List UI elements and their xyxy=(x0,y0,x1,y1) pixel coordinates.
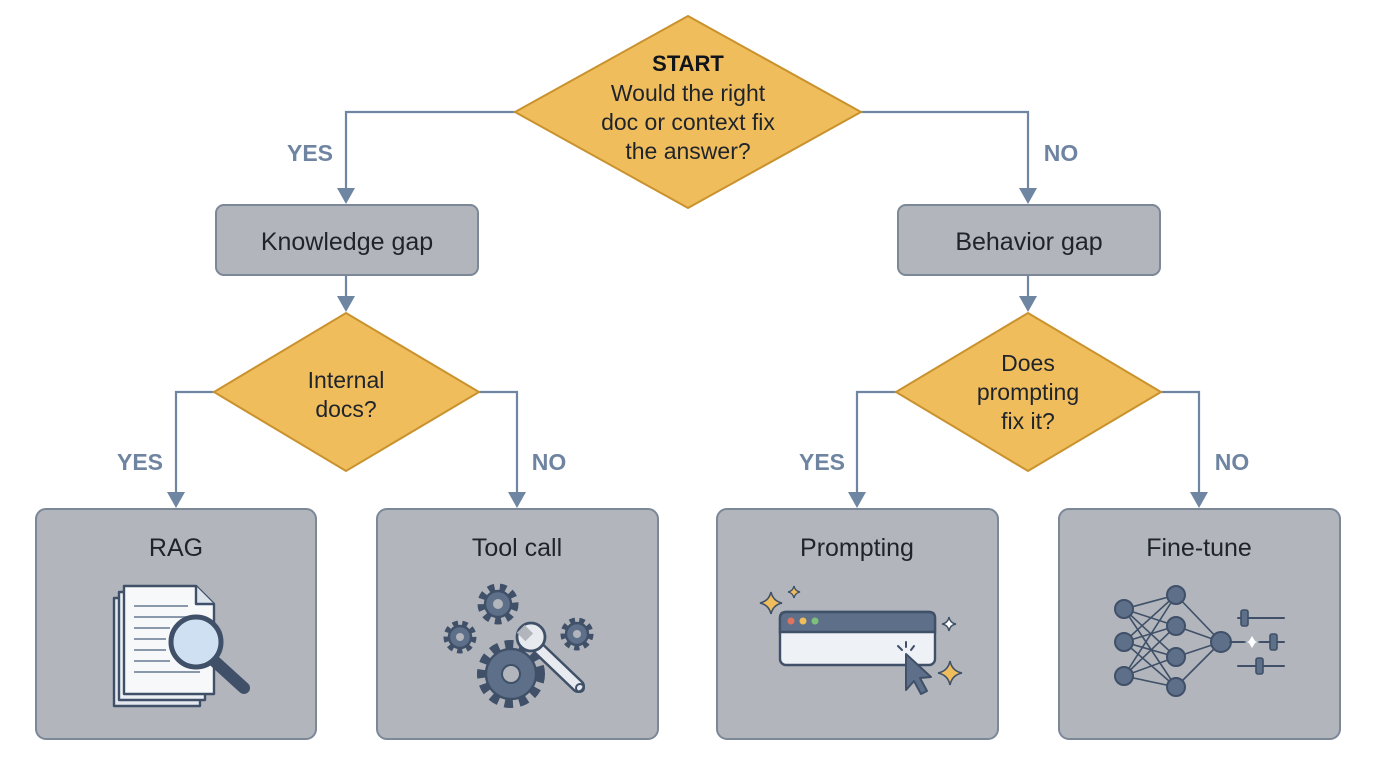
start-question-line-3: the answer? xyxy=(625,138,750,164)
connector-internal-yes xyxy=(174,390,214,494)
edge-label-prompting-yes: YES xyxy=(799,449,845,475)
arrowhead-internal-docs xyxy=(337,296,355,312)
start-question-line-2: doc or context fix xyxy=(601,109,775,135)
gears-wrench-icon xyxy=(443,583,594,708)
internal-docs-line-2: docs? xyxy=(315,396,376,422)
edge-label-start-no: NO xyxy=(1044,140,1079,166)
behavior-gap-box: Behavior gap xyxy=(897,204,1161,276)
arrowhead-knowledge-gap xyxy=(337,188,355,204)
fine-tune-outcome: Fine-tune xyxy=(1058,508,1341,740)
connectors xyxy=(167,110,1208,508)
knowledge-gap-rect xyxy=(215,204,479,276)
edge-label-internal-no: NO xyxy=(532,449,567,475)
does-prompting-decision: Does prompting fix it? xyxy=(894,311,1163,473)
start-question-line-1: Would the right xyxy=(611,80,766,106)
knowledge-gap-label: Knowledge gap xyxy=(261,228,433,256)
behavior-gap-label: Behavior gap xyxy=(955,228,1102,256)
start-title: START xyxy=(652,51,724,76)
arrowhead-tool-call xyxy=(508,492,526,508)
prompting-outcome: Prompting xyxy=(716,508,999,740)
tool-call-label: Tool call xyxy=(472,534,562,562)
rag-label: RAG xyxy=(149,534,203,562)
browser-cursor-sparkle-icon xyxy=(759,585,963,695)
document-search-icon xyxy=(112,584,250,708)
internal-docs-decision: Internal docs? xyxy=(212,311,481,473)
connector-prompting-no xyxy=(1161,390,1201,494)
connector-internal-no xyxy=(479,390,519,494)
knowledge-gap-box: Knowledge gap xyxy=(215,204,479,276)
arrowhead-prompting xyxy=(848,492,866,508)
edge-label-start-yes: YES xyxy=(287,140,333,166)
behavior-gap-rect xyxy=(897,204,1161,276)
edge-label-prompting-no: NO xyxy=(1215,449,1250,475)
prompting-label: Prompting xyxy=(800,534,914,562)
arrowhead-rag xyxy=(167,492,185,508)
does-prompting-line-3: fix it? xyxy=(1001,408,1055,434)
connector-start-no xyxy=(861,110,1030,190)
does-prompting-line-1: Does xyxy=(1001,350,1055,376)
does-prompting-line-2: prompting xyxy=(977,379,1079,405)
tool-call-outcome: Tool call xyxy=(376,508,659,740)
connector-start-yes xyxy=(344,110,515,190)
tool-call-rect xyxy=(376,508,659,740)
arrowhead-fine-tune xyxy=(1190,492,1208,508)
connector-prompting-yes xyxy=(855,390,896,494)
rag-outcome: RAG xyxy=(35,508,317,740)
arrowhead-behavior-gap xyxy=(1019,188,1037,204)
internal-docs-diamond-shape xyxy=(212,311,481,473)
arrowhead-does-prompting xyxy=(1019,296,1037,312)
does-prompting-diamond-shape xyxy=(894,311,1163,473)
start-decision: START Would the right doc or context fix… xyxy=(512,14,864,210)
fine-tune-label: Fine-tune xyxy=(1146,534,1252,562)
internal-docs-line-1: Internal xyxy=(308,367,385,393)
neural-network-sliders-icon xyxy=(1114,585,1285,697)
edge-label-internal-yes: YES xyxy=(117,449,163,475)
start-diamond-shape xyxy=(512,14,864,210)
